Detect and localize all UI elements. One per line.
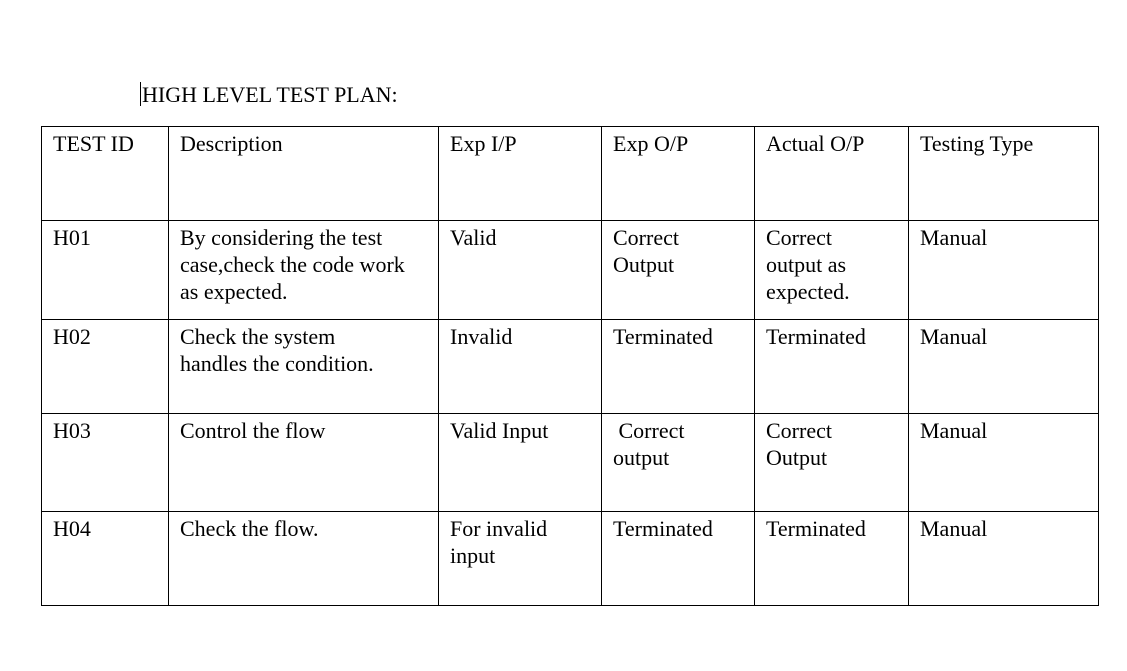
cell-line: handles the condition. [180, 351, 374, 376]
cell-testing-type: Manual [908, 413, 1099, 512]
cell-test-id: H02 [41, 319, 169, 414]
header-exp-op: Exp O/P [601, 126, 755, 221]
cell-line: Correct [613, 418, 685, 443]
header-testing-type: Testing Type [908, 126, 1099, 221]
cell-actual-op: Terminated [754, 511, 909, 606]
table-row: H03 Control the flow Valid Input Correct… [41, 413, 1099, 512]
cell-description: Check the flow. [168, 511, 439, 606]
cell-line: Terminated [613, 324, 713, 349]
table-header-row: TEST ID Description Exp I/P Exp O/P Actu… [41, 126, 1099, 221]
cell-line: Correct [766, 225, 832, 250]
cell-line: Output [613, 252, 675, 277]
cell-line: Correct [613, 225, 679, 250]
cell-testing-type: Manual [908, 319, 1099, 414]
cell-line: Control the flow [180, 418, 326, 443]
cell-line: Valid Input [450, 418, 549, 443]
document-heading: HIGH LEVEL TEST PLAN: [142, 82, 398, 107]
cell-test-id: H04 [41, 511, 169, 606]
cell-test-id: H01 [41, 220, 169, 320]
test-plan-table: TEST ID Description Exp I/P Exp O/P Actu… [41, 126, 1099, 606]
cell-exp-op: Terminated [601, 319, 755, 414]
cell-line: case,check the code work [180, 252, 405, 277]
cell-line: Valid [450, 225, 497, 250]
cell-line: output [613, 445, 670, 470]
cell-exp-op: Correct Output [601, 220, 755, 320]
cell-testing-type: Manual [908, 220, 1099, 320]
cell-exp-ip: Invalid [438, 319, 602, 414]
cell-exp-ip: Valid [438, 220, 602, 320]
cell-test-id: H03 [41, 413, 169, 512]
cell-exp-ip: Valid Input [438, 413, 602, 512]
cell-actual-op: Correct Output [754, 413, 909, 512]
cell-line: Output [766, 445, 828, 470]
cell-description: By considering the test case,check the c… [168, 220, 439, 320]
cell-line: Terminated [766, 324, 866, 349]
header-exp-ip: Exp I/P [438, 126, 602, 221]
cell-line: Check the flow. [180, 516, 319, 541]
header-actual-op: Actual O/P [754, 126, 909, 221]
cell-actual-op: Terminated [754, 319, 909, 414]
header-test-id: TEST ID [41, 126, 169, 221]
cell-line: By considering the test [180, 225, 383, 250]
cell-line: For invalid [450, 516, 548, 541]
cell-exp-ip: For invalid input [438, 511, 602, 606]
table-row: H04 Check the flow. For invalid input Te… [41, 511, 1099, 606]
cell-actual-op: Correct output as expected. [754, 220, 909, 320]
cell-line: output as [766, 252, 847, 277]
cell-description: Check the system handles the condition. [168, 319, 439, 414]
cell-exp-op: Terminated [601, 511, 755, 606]
cell-line: Terminated [766, 516, 866, 541]
cell-line: as expected. [180, 279, 288, 304]
cell-exp-op: Correct output [601, 413, 755, 512]
cell-description: Control the flow [168, 413, 439, 512]
cell-line: Invalid [450, 324, 513, 349]
cell-line: Terminated [613, 516, 713, 541]
cell-testing-type: Manual [908, 511, 1099, 606]
cell-line: expected. [766, 279, 850, 304]
cell-line: input [450, 543, 496, 568]
cell-line: Check the system [180, 324, 336, 349]
table-row: H02 Check the system handles the conditi… [41, 319, 1099, 414]
text-cursor [140, 82, 141, 106]
header-description: Description [168, 126, 439, 221]
table-row: H01 By considering the test case,check t… [41, 220, 1099, 320]
cell-line: Correct [766, 418, 832, 443]
